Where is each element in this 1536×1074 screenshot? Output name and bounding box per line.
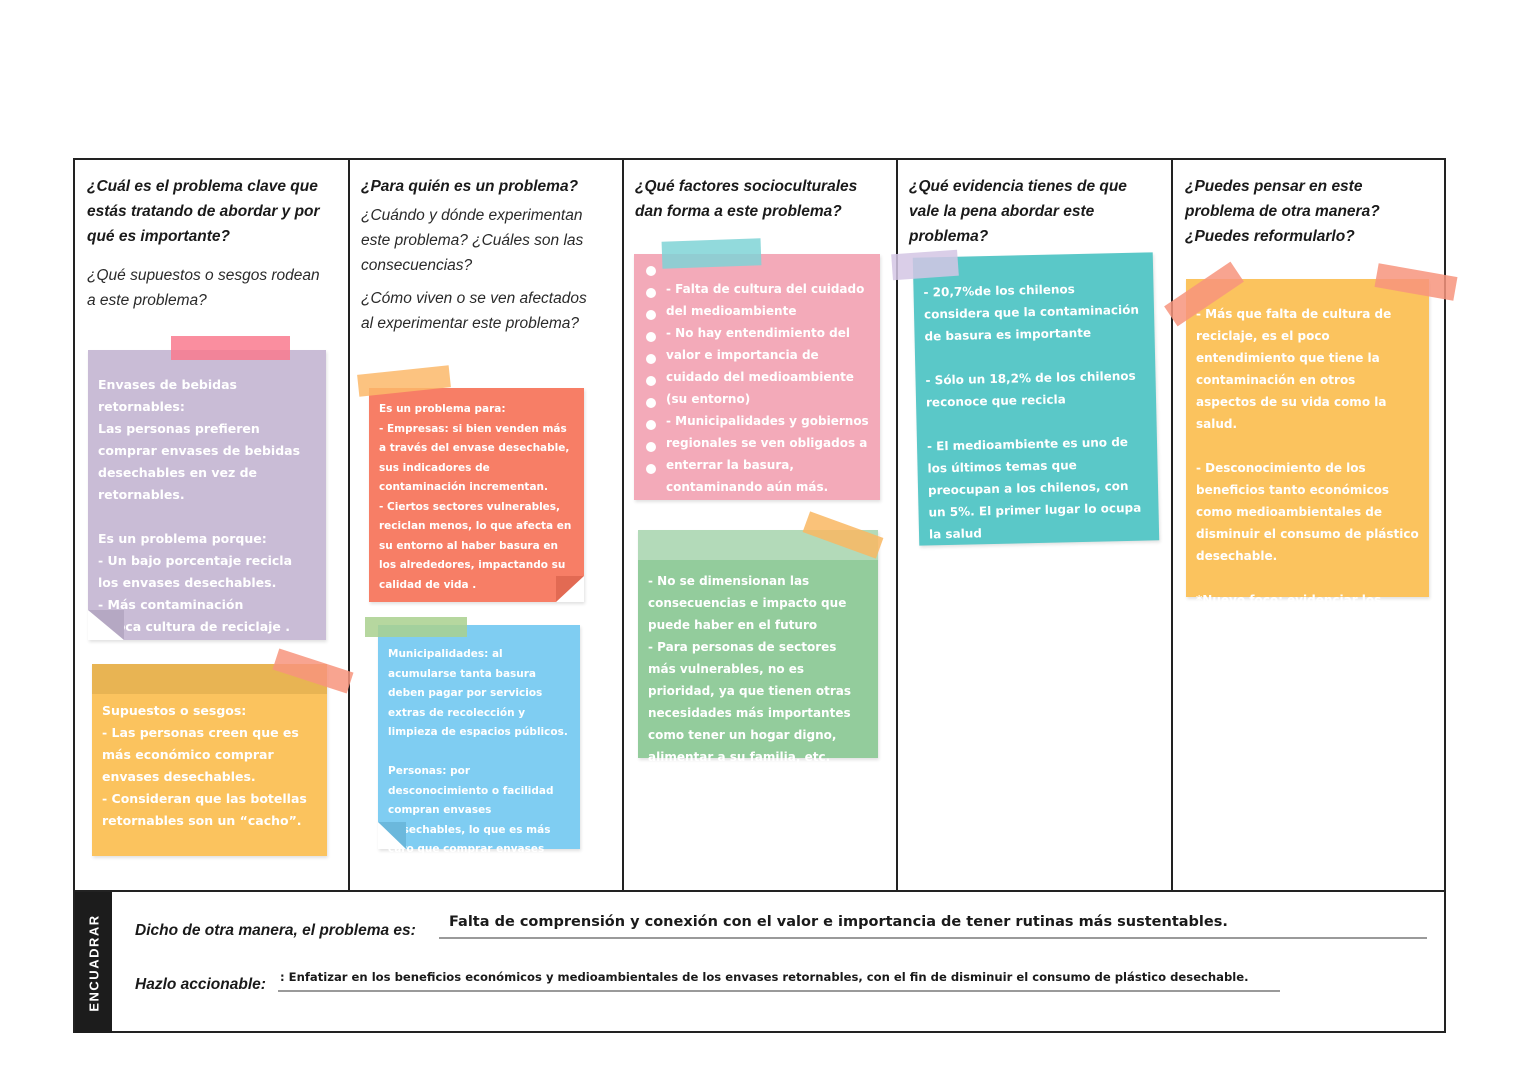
sticky-note-assumptions: Supuestos o sesgos: - Las personas creen… (92, 664, 327, 856)
sticky-note-who: Es un problema para: - Empresas: si bien… (369, 388, 584, 602)
sticky-note-municipalities: Municipalidades: al acumularse tanta bas… (378, 625, 580, 875)
reframe-underline (439, 937, 1427, 939)
column-3-question: ¿Qué factores socioculturales dan forma … (635, 178, 858, 220)
note-fold-corner (88, 610, 124, 640)
column-1-question: ¿Cuál es el problema clave que estás tra… (87, 178, 320, 245)
column-1-subquestion: ¿Qué supuestos o sesgos rodean a este pr… (87, 267, 320, 309)
column-5-question: ¿Puedes pensar en este problema de otra … (1185, 178, 1380, 245)
sticky-note-container-problem: Envases de bebidas retornables: Las pers… (88, 350, 326, 640)
tape-strip (171, 336, 290, 360)
side-label-bar: ENCUADRAR (75, 892, 112, 1033)
action-answer: : Enfatizar en los beneficios económicos… (280, 970, 1249, 984)
sticky-note-sociocultural: - Falta de cultura del cuidado del medio… (634, 254, 880, 500)
tape-strip (365, 617, 467, 637)
sticky-note-reframe: - Más que falta de cultura de reciclaje,… (1186, 279, 1429, 651)
column-2-subquestion-1: ¿Cuándo y dónde experimentan este proble… (361, 207, 584, 274)
column-2-question: ¿Para quién es un problema? (361, 178, 579, 195)
note-fold-corner (556, 576, 584, 602)
column-divider (348, 160, 350, 890)
tape-strip (891, 249, 959, 281)
sticky-note-evidence: - 20,7%de los chilenos considera que la … (912, 252, 1160, 546)
column-2-subquestion-2: ¿Cómo viven o se ven afectados al experi… (361, 290, 587, 332)
note-fold-corner (378, 822, 406, 849)
side-label: ENCUADRAR (86, 913, 101, 1012)
reframe-answer: Falta de comprensión y conexión con el v… (449, 914, 1228, 930)
column-divider (1171, 160, 1173, 890)
action-underline (278, 990, 1280, 992)
action-label: Hazlo accionable: (135, 976, 266, 993)
bullet-dots (646, 266, 656, 486)
row-divider (75, 890, 1444, 892)
column-divider (622, 160, 624, 890)
reframe-label: Dicho de otra manera, el problema es: (135, 922, 416, 939)
column-4-question: ¿Qué evidencia tienes de que vale la pen… (909, 178, 1127, 245)
sticky-note-consequences: - No se dimensionan las consecuencias e … (638, 530, 878, 764)
problem-framing-board: ENCUADRAR Dicho de otra manera, el probl… (73, 158, 1446, 1033)
tape-strip (661, 238, 762, 269)
column-divider (896, 160, 898, 890)
